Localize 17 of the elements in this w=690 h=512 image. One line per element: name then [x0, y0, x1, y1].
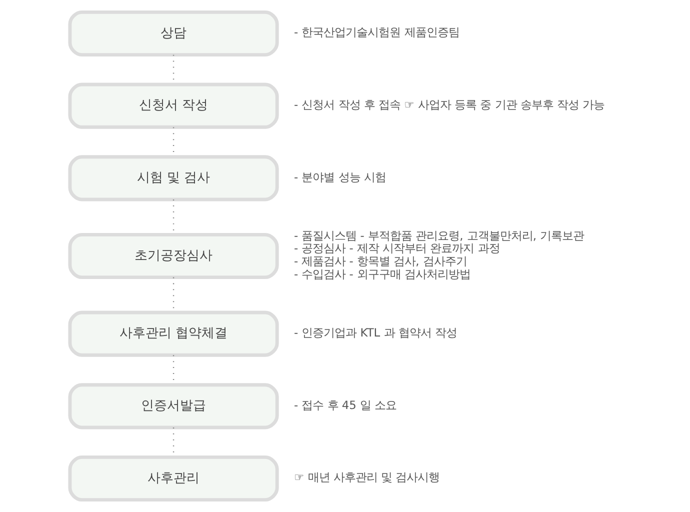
node-label: - 수입검사 - 외구구매 검사처리방법: [293, 267, 470, 282]
node-label: - 한국산업기술시험원 제품인증팀: [293, 25, 459, 40]
node-box: 사후관리: [68, 455, 278, 502]
node-box: 신청서 작성: [68, 82, 278, 129]
node-label: - 분야별 성능 시험: [293, 170, 386, 184]
node-label: - 접수 후 45 일 소요: [293, 398, 396, 412]
node-box: 초기공장심사: [68, 232, 278, 280]
node-box: 인증서발급: [68, 383, 278, 430]
node-label: - 제품검사 - 항목별 검사, 검사주기: [293, 254, 466, 268]
node-box: 상담: [68, 10, 278, 57]
node-label: - 공정심사 - 제작 시작부터 완료까지 과정: [293, 241, 500, 256]
node-label: - 신청서 작성 후 접속 ☞ 사업자 등록 중 기관 송부후 작성 가능: [293, 98, 604, 112]
node-label: ☞ 매년 사후관리 및 검사시행: [293, 470, 440, 484]
node-label: - 품질시스템 - 부적합품 관리요령, 고객불만처리, 기록보관: [293, 228, 584, 242]
node-box: 시험 및 검사: [68, 155, 278, 202]
node-label: - 인증기업과 KTL 과 협약서 작성: [293, 325, 457, 340]
node-box: 사후관리 협약체결: [68, 310, 278, 357]
